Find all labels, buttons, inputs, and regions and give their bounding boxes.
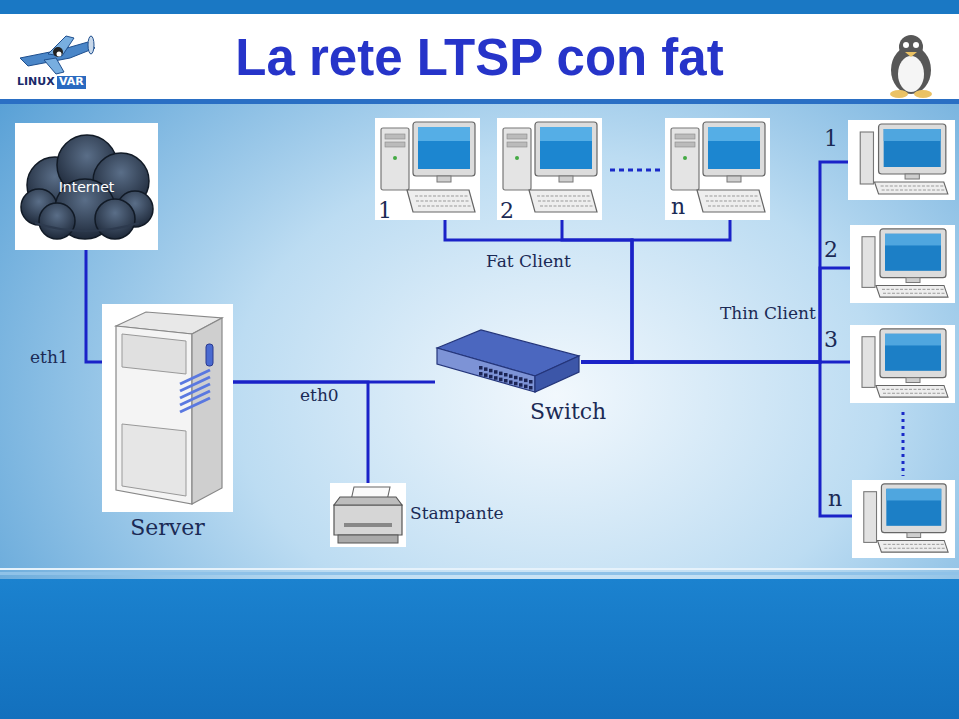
interface-label: eth0 [300, 386, 339, 406]
server-node: Server [102, 304, 233, 512]
network-cable [581, 162, 848, 362]
interface-label: eth1 [30, 348, 69, 368]
network-cable [86, 250, 102, 362]
fat-client: n [665, 118, 770, 220]
network-cable [581, 362, 852, 516]
callout-number: n [671, 194, 685, 219]
footer-line [0, 572, 959, 575]
cloud-label: Internet [15, 179, 158, 195]
group-label: Thin Client [720, 304, 816, 324]
thin-client: n [852, 480, 955, 558]
callout-number: 1 [824, 126, 838, 151]
device-label: Switch [530, 399, 606, 424]
thin-client-icon [852, 480, 955, 558]
header-band [0, 14, 959, 100]
group-label: Fat Client [486, 252, 571, 272]
ellipsis-dashes [902, 412, 905, 476]
device-label: Stampante [410, 504, 504, 524]
switch-device [435, 328, 581, 396]
network-cable [233, 382, 368, 483]
server-tower [102, 304, 233, 512]
footer-band [0, 579, 959, 719]
fat-client: 1 [375, 118, 480, 220]
internet-cloud: Internet [15, 123, 158, 250]
callout-number: 3 [824, 327, 838, 352]
thin-client: 3 [850, 325, 955, 403]
logo-text: LINUX [17, 76, 55, 89]
network-cable [581, 268, 850, 362]
thin-client-icon [848, 120, 955, 200]
thin-client-icon [850, 225, 955, 303]
network-cable [562, 220, 632, 362]
callout-number: 2 [500, 198, 514, 223]
callout-number: n [828, 486, 842, 511]
printer-device [330, 483, 406, 547]
slide-title: La rete LTSP con fat [0, 28, 959, 87]
printer-node: Stampante [330, 483, 406, 547]
top-bar [0, 0, 959, 14]
penguin-logo [890, 35, 932, 98]
callout-number: 2 [824, 237, 838, 262]
switch-node: Switch [435, 328, 581, 396]
footer-line [0, 568, 959, 570]
ellipsis-dashes [610, 169, 662, 172]
fat-client: 2 [497, 118, 602, 220]
logo-plane [20, 36, 95, 74]
header-rule [0, 99, 959, 104]
device-label: Server [102, 515, 233, 540]
thin-client: 2 [850, 225, 955, 303]
callout-number: 1 [378, 198, 392, 223]
thin-client-icon [850, 325, 955, 403]
thin-client: 1 [848, 120, 955, 200]
logo-text: VAR [57, 76, 86, 89]
network-cable [581, 220, 730, 362]
